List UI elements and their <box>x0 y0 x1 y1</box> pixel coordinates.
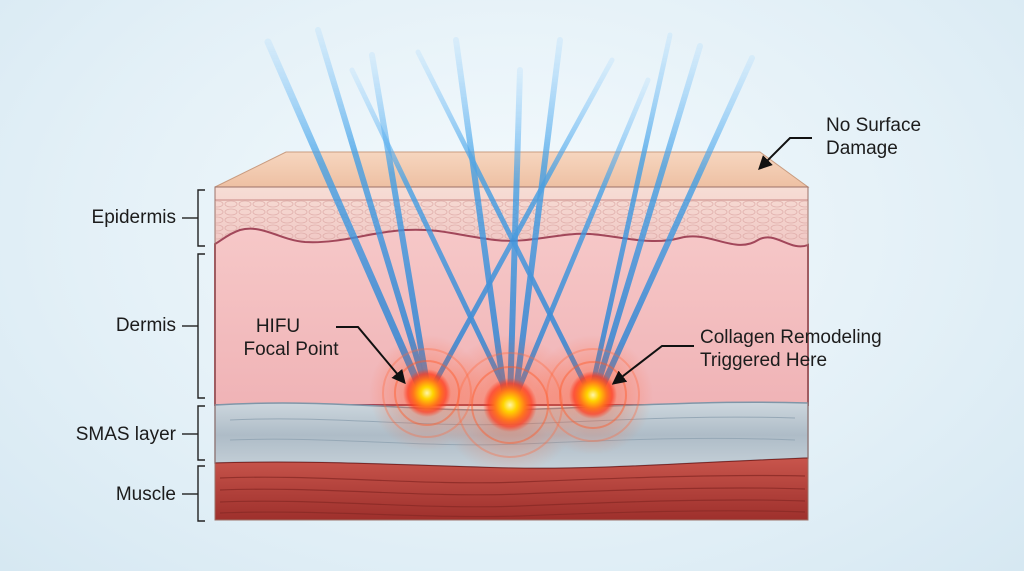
collagen-line1: Collagen Remodeling <box>700 327 882 348</box>
arrow-icon <box>336 326 406 385</box>
focal-points <box>369 335 653 475</box>
no-surface-damage-label: No Surface Damage <box>826 114 921 160</box>
collagen-remodeling-label: Collagen Remodeling Triggered Here <box>700 326 882 372</box>
collagen-line2: Triggered Here <box>700 350 828 371</box>
smas-label: SMAS layer <box>75 424 176 445</box>
layer-brackets <box>182 189 205 522</box>
arrow-icon <box>611 345 694 385</box>
hifu-focal-line1: HIFU <box>255 316 301 337</box>
skin-surface <box>214 151 810 188</box>
muscle-label: Muscle <box>115 484 176 505</box>
epidermis-label: Epidermis <box>91 207 176 228</box>
hifu-focal-line2: Focal Point <box>243 339 339 360</box>
no-surface-damage-line1: No Surface <box>826 115 922 136</box>
hifu-focal-point-label: HIFU Focal Point <box>228 315 364 361</box>
arrow-icon <box>758 137 812 170</box>
focal-point-icon <box>533 335 653 455</box>
skin-cross-section <box>214 151 810 521</box>
dermis-label: Dermis <box>115 315 176 336</box>
no-surface-damage-line2: Damage <box>826 138 898 159</box>
